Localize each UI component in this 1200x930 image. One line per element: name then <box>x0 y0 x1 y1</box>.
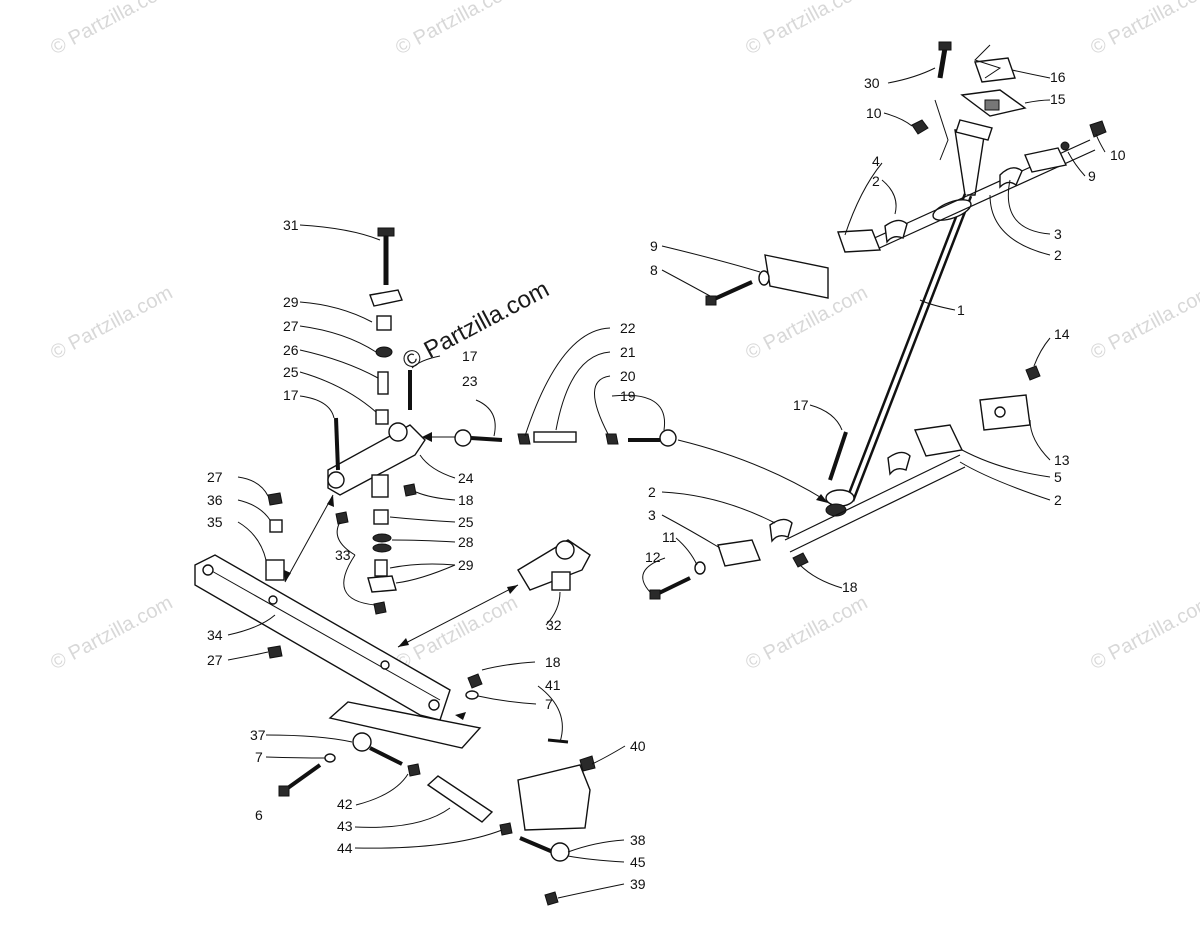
callout-37: 37 <box>250 727 266 743</box>
callout-2: 2 <box>872 173 880 189</box>
callout-27: 27 <box>283 318 299 334</box>
callout-41: 41 <box>545 677 561 693</box>
callout-9b: 9 <box>650 238 658 254</box>
callout-17: 17 <box>793 397 809 413</box>
callout-22: 22 <box>620 320 636 336</box>
watermark-tile: © Partzilla.com <box>47 282 176 365</box>
callout-17c: 17 <box>283 387 299 403</box>
callout-18: 18 <box>842 579 858 595</box>
callout-36: 36 <box>207 492 223 508</box>
parts-layer <box>194 41 1107 906</box>
watermark-tile: © Partzilla.com <box>1087 282 1200 365</box>
callout-16: 16 <box>1050 69 1066 85</box>
callout-14: 14 <box>1054 326 1070 342</box>
callout-32: 32 <box>546 617 562 633</box>
callout-45: 45 <box>630 854 646 870</box>
callout-27b: 27 <box>207 469 223 485</box>
callout-2b: 2 <box>1054 247 1062 263</box>
watermark-tile: © Partzilla.com <box>47 592 176 675</box>
callout-13: 13 <box>1054 452 1070 468</box>
callout-10: 10 <box>866 105 882 121</box>
watermark-tile: © Partzilla.com <box>1087 0 1200 59</box>
callout-17b: 17 <box>462 348 478 364</box>
steering-arm-32 <box>517 539 591 591</box>
callout-30: 30 <box>864 75 880 91</box>
callout-3: 3 <box>1054 226 1062 242</box>
callout-21: 21 <box>620 344 636 360</box>
callout-44: 44 <box>337 840 353 856</box>
callout-35: 35 <box>207 514 223 530</box>
upper-steering-arm <box>327 227 426 498</box>
watermark-tile: © Partzilla.com <box>1087 592 1200 675</box>
arrows-layer <box>284 432 828 720</box>
callout-26: 26 <box>283 342 299 358</box>
watermark-tile: © Partzilla.com <box>47 0 176 59</box>
callout-10b: 10 <box>1110 147 1126 163</box>
callout-39: 39 <box>630 876 646 892</box>
callout-27c: 27 <box>207 652 223 668</box>
callout-33: 33 <box>335 547 351 563</box>
callout-24: 24 <box>458 470 474 486</box>
callout-18b: 18 <box>458 492 474 508</box>
callout-15: 15 <box>1050 91 1066 107</box>
watermark-tile: © Partzilla.com <box>392 0 521 59</box>
callout-7b: 7 <box>255 749 263 765</box>
callout-11: 11 <box>662 529 677 545</box>
callout-5: 5 <box>1054 469 1062 485</box>
callout-19: 19 <box>620 388 636 404</box>
callout-1: 1 <box>957 302 965 318</box>
callout-29b: 29 <box>458 557 474 573</box>
callout-25: 25 <box>283 364 299 380</box>
watermark-tile: © Partzilla.com <box>392 592 521 675</box>
callout-28: 28 <box>458 534 474 550</box>
callout-3b: 3 <box>648 507 656 523</box>
drag-link <box>454 429 677 447</box>
callout-43: 43 <box>337 818 353 834</box>
leader-lines <box>227 67 1106 899</box>
callout-34: 34 <box>207 627 223 643</box>
lower-support <box>717 365 1041 567</box>
watermark-tile: © Partzilla.com <box>742 0 871 59</box>
upper-support <box>764 139 1096 299</box>
callout-4: 4 <box>872 153 880 169</box>
callout-7: 7 <box>545 696 553 712</box>
callout-6: 6 <box>255 807 263 823</box>
callout-2c: 2 <box>1054 492 1062 508</box>
callout-18c: 18 <box>545 654 561 670</box>
callout-38: 38 <box>630 832 646 848</box>
callout-23: 23 <box>462 373 478 389</box>
callout-25b: 25 <box>458 514 474 530</box>
watermark-tile: © Partzilla.com <box>742 592 871 675</box>
callout-2d: 2 <box>648 484 656 500</box>
callout-12: 12 <box>645 549 661 565</box>
callout-29: 29 <box>283 294 299 310</box>
callout-8: 8 <box>650 262 658 278</box>
steering-post <box>825 119 993 517</box>
callout-31: 31 <box>283 217 299 233</box>
callout-20: 20 <box>620 368 636 384</box>
callout-40: 40 <box>630 738 646 754</box>
callout-42: 42 <box>337 796 353 812</box>
callout-labels: 30 16 15 10 10 9 4 2 3 2 9 8 1 14 13 5 2… <box>207 69 1126 892</box>
tie-rod-assembly <box>278 673 596 906</box>
callout-9: 9 <box>1088 168 1096 184</box>
handlebar-clamps <box>960 57 1027 117</box>
